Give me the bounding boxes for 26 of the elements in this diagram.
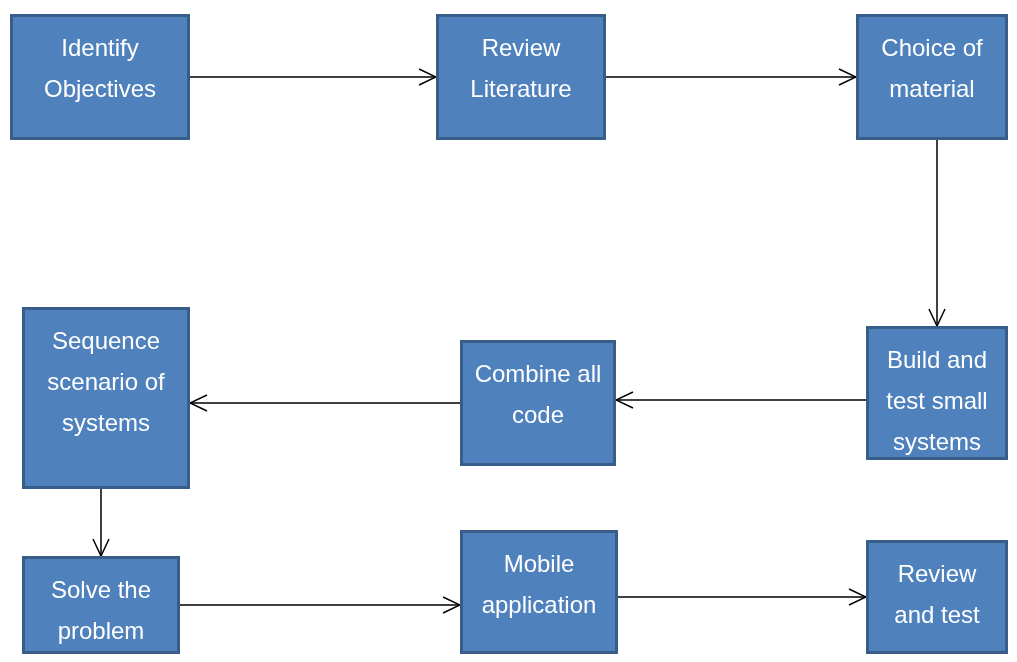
arrow [189,394,461,412]
arrow [615,391,867,409]
process-box [866,540,1008,654]
process-box [22,556,180,654]
box-label: Solve the problem [49,575,153,646]
box-label: Mobile application [480,549,598,620]
arrow [92,488,110,557]
box-label: Identify Objectives [42,33,157,104]
box-label: Review and test [893,559,981,630]
process-box [866,326,1008,460]
box-label: Combine all code [473,359,603,430]
box-label: Sequence scenario of systems [46,326,166,438]
arrow [617,588,867,606]
process-box [856,14,1008,140]
arrow [605,68,857,86]
box-label: Build and test small systems [885,345,989,457]
box-label: Choice of material [880,33,984,104]
arrow [928,139,946,327]
arrow [179,596,461,614]
process-box [460,340,616,466]
process-box [10,14,190,140]
process-box [436,14,606,140]
box-label: Review Literature [469,33,573,104]
arrow [189,68,437,86]
process-box [22,307,190,489]
process-box [460,530,618,654]
